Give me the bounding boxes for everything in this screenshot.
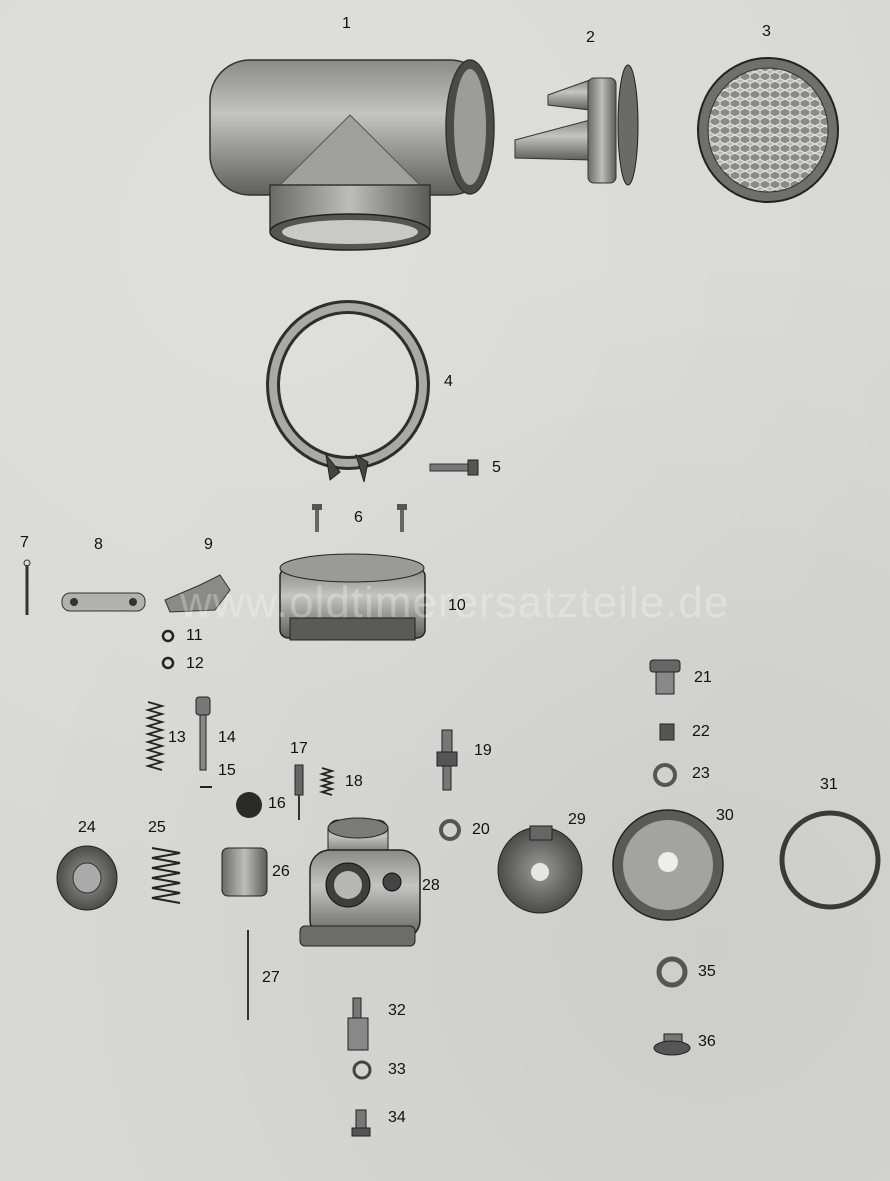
label-part-34: 34 [388,1109,406,1126]
label-part-26: 26 [272,863,290,880]
part-30-float-bowl [612,809,724,921]
label-part-1: 1 [342,15,351,32]
part-25-spring [151,847,181,904]
label-part-3: 3 [762,23,771,40]
part-26-slide [221,847,268,897]
label-part-17: 17 [290,740,308,757]
part-2-dual-nozzle [514,64,639,186]
label-part-12: 12 [186,655,204,672]
label-part-20: 20 [472,821,490,838]
part-28-carburetor-body [299,817,421,947]
label-part-5: 5 [492,459,501,476]
label-part-9: 9 [204,536,213,553]
part-13-spring [144,701,166,771]
label-part-10: 10 [448,597,466,614]
label-part-18: 18 [345,773,363,790]
part-17-needle-screw [294,764,304,820]
part-32-main-jet [347,997,369,1051]
part-31-gasket-ring [779,810,881,910]
part-34-screw [351,1109,371,1137]
label-part-13: 13 [168,729,186,746]
label-part-35: 35 [698,963,716,980]
label-part-19: 19 [474,742,492,759]
label-part-8: 8 [94,536,103,553]
label-part-36: 36 [698,1033,716,1050]
label-part-16: 16 [268,795,286,812]
label-part-33: 33 [388,1061,406,1078]
part-4-clamp-band [266,300,430,483]
label-part-2: 2 [586,29,595,46]
label-part-23: 23 [692,765,710,782]
part-14-plunger [195,696,211,771]
part-24-cap-nut [56,845,118,911]
part-16-plug [236,792,262,818]
part-5-screw [429,459,479,476]
label-part-24: 24 [78,819,96,836]
part-7-pin [23,559,31,615]
part-21-screw-plug [649,659,681,695]
part-9-lever [164,574,231,613]
label-part-21: 21 [694,669,712,686]
part-36-drain-plug [653,1033,691,1056]
part-3-mesh-filter [697,57,839,203]
part-35-washer [656,956,688,988]
part-29-float-chamber-lid [497,825,583,914]
part-1-intake-tee [209,59,495,251]
part-10-top-housing [279,553,426,641]
label-part-25: 25 [148,819,166,836]
label-part-22: 22 [692,723,710,740]
part-11-ring [161,629,175,643]
part-12-ring [161,656,175,670]
part-8-plate [61,592,146,612]
part-33-washer [352,1060,372,1080]
label-part-30: 30 [716,807,734,824]
label-part-4: 4 [444,373,453,390]
part-23-washer [653,763,677,787]
label-part-14: 14 [218,729,236,746]
label-part-28: 28 [422,877,440,894]
label-part-32: 32 [388,1002,406,1019]
watermark-text: www.oldtimerersatzteile.de [180,578,730,627]
label-part-15: 15 [218,762,236,779]
label-part-11: 11 [186,627,203,644]
part-20-washer [439,819,461,841]
part-22-jet [659,723,675,741]
label-part-6: 6 [354,509,363,526]
label-part-31: 31 [820,776,838,793]
label-part-7: 7 [20,534,29,551]
label-part-29: 29 [568,811,586,828]
part-18-spring [318,767,336,796]
part-19-jet [436,729,458,791]
part-6-screws [312,504,407,532]
label-part-27: 27 [262,969,280,986]
